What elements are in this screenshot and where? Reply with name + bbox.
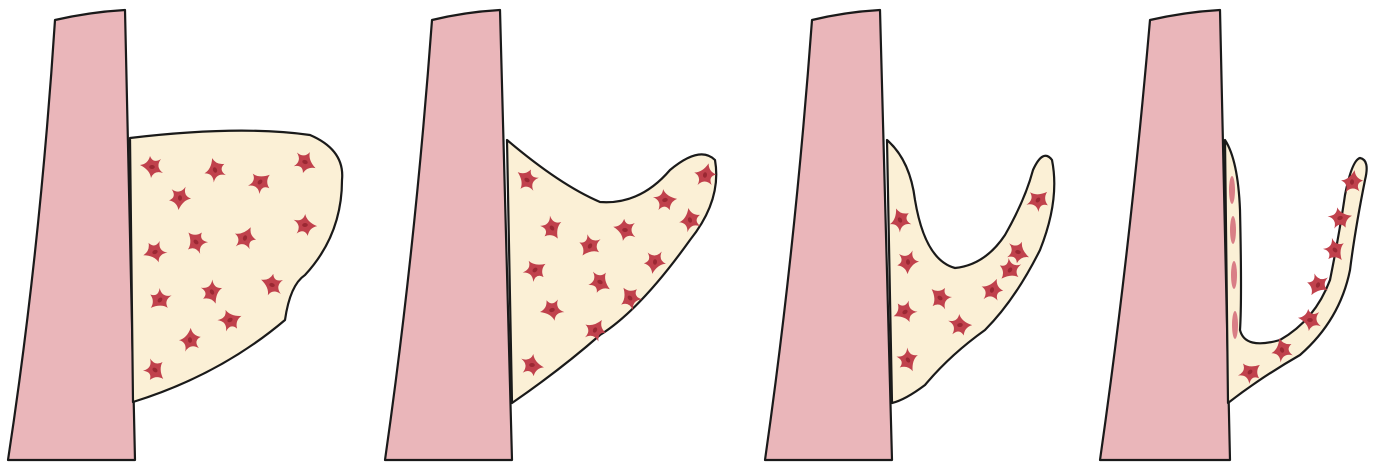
elongated-cell bbox=[1230, 216, 1236, 244]
tissue-wall-panel-3 bbox=[765, 10, 892, 460]
panel-1 bbox=[8, 10, 342, 460]
elongated-cell bbox=[1231, 261, 1237, 289]
mesenchyme-bulge-panel-1 bbox=[130, 131, 342, 402]
elongated-cell bbox=[1229, 176, 1235, 204]
tissue-wall-panel-4 bbox=[1100, 10, 1230, 460]
tissue-wall-panel-1 bbox=[8, 10, 135, 460]
panel-2 bbox=[385, 10, 718, 460]
elongated-cell bbox=[1232, 311, 1238, 339]
panel-3 bbox=[765, 10, 1054, 460]
panel-4 bbox=[1100, 10, 1367, 460]
tissue-wall-panel-2 bbox=[385, 10, 512, 460]
